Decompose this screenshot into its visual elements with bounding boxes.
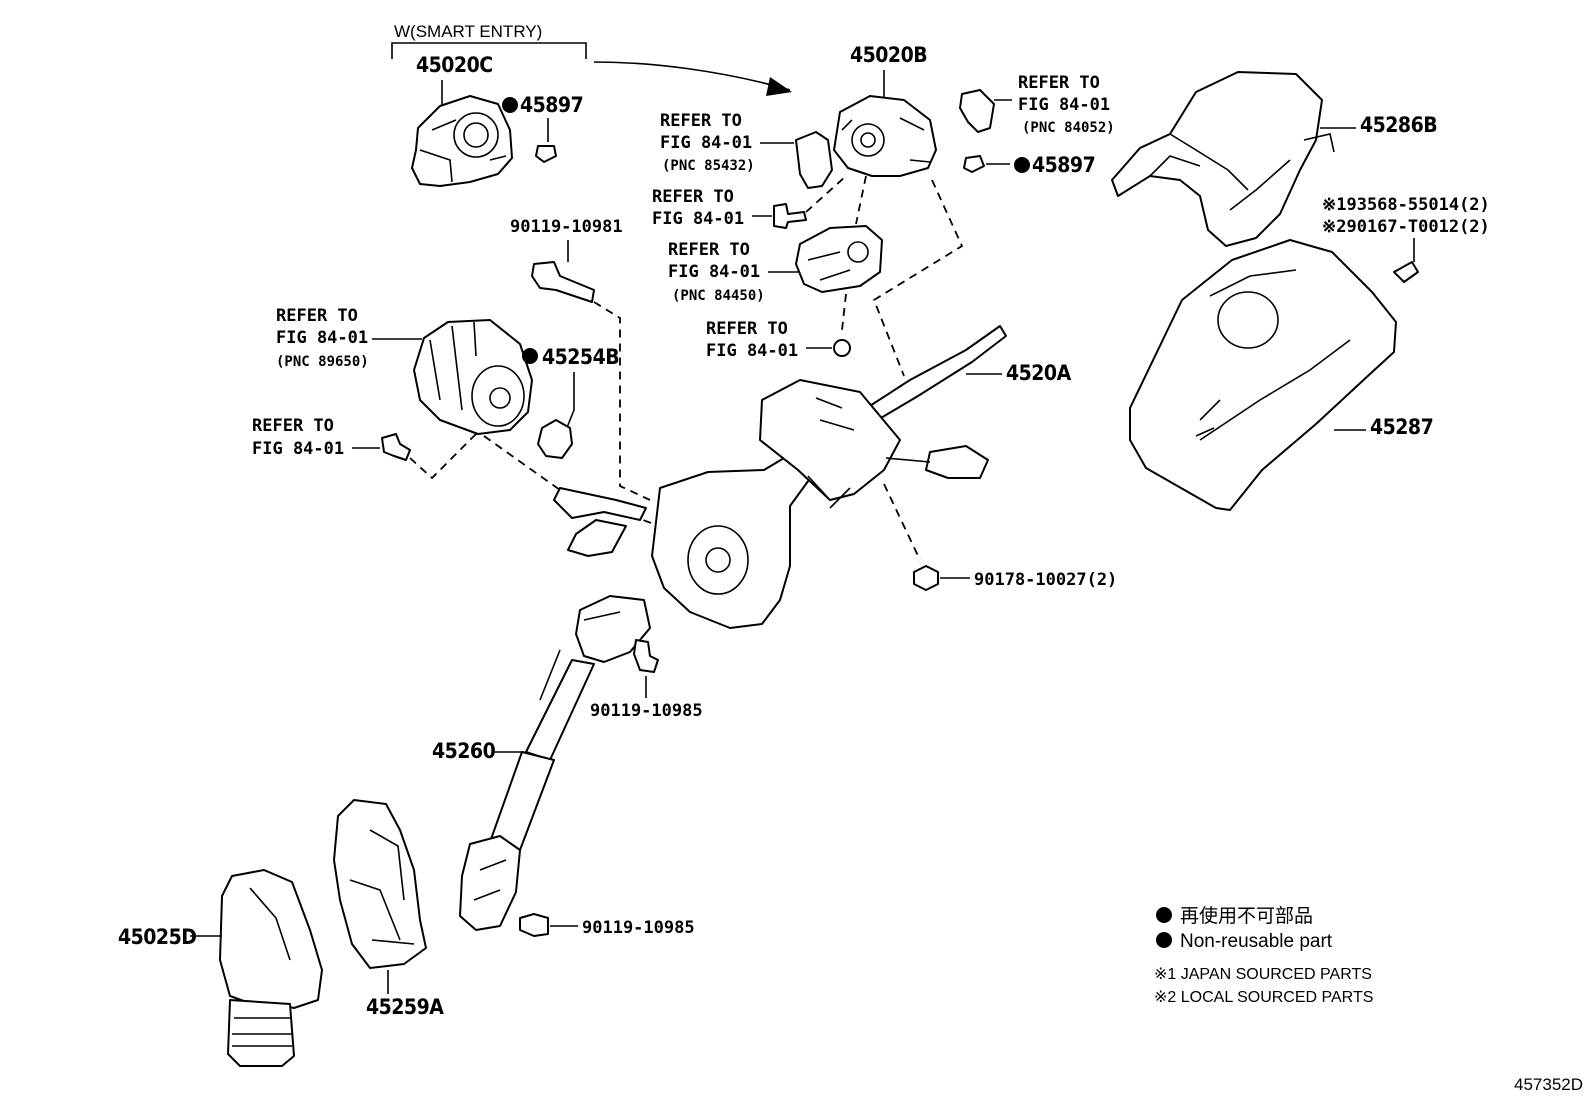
label-90119-10985-upper: 90119-10985 [590, 701, 703, 721]
ref-89650-pnc: (PNC 89650) [276, 354, 369, 370]
diagram-id: 457352D [1514, 1075, 1583, 1094]
ref-screw2-refer-to: REFER TO [706, 319, 788, 339]
part-45897b-clip[interactable] [963, 155, 985, 173]
part-45259A-column-hole-cover[interactable] [333, 799, 427, 969]
part-cover-screw[interactable] [1393, 261, 1419, 283]
label-45259A: 45259A [366, 995, 444, 1019]
part-45286B-upper-column-cover[interactable] [1111, 71, 1335, 247]
ref-84450-pnc: (PNC 84450) [672, 288, 765, 304]
part-90178-10027-nut[interactable] [913, 565, 939, 591]
part-45020B-ignition-housing[interactable] [833, 95, 937, 177]
legend-dot-jp [1156, 907, 1172, 923]
ref-84052-pnc: (PNC 84052) [1022, 120, 1115, 136]
legend-dot-en [1156, 932, 1172, 948]
ref-84052-refer-to: REFER TO [1018, 73, 1100, 93]
label-90178-10027: 90178-10027(2) [974, 570, 1117, 590]
part-89650-eps-motor[interactable] [413, 319, 533, 435]
part-45254B-coupling[interactable] [537, 419, 573, 459]
label-45254B: 45254B [542, 345, 619, 369]
part-84052-sensor[interactable] [959, 89, 995, 133]
ref-85432-fig: FIG 84-01 [660, 133, 752, 153]
part-90119-10985-bolt-upper[interactable] [633, 639, 659, 673]
label-45287: 45287 [1370, 415, 1433, 439]
part-4520A-steering-column[interactable] [553, 325, 1007, 629]
ref-89650-refer-to: REFER TO [276, 306, 358, 326]
label-45020C: 45020C [416, 53, 493, 77]
part-45260-intermediate-shaft[interactable] [459, 595, 651, 931]
label-90119-10981: 90119-10981 [510, 217, 623, 237]
legend-non-reusable-en: Non-reusable part [1180, 931, 1333, 952]
legend-note-japan-sourced: ※1 JAPAN SOURCED PARTS [1154, 966, 1372, 983]
label-45260: 45260 [432, 739, 496, 763]
ref-screw1-fig: FIG 84-01 [652, 209, 744, 229]
part-screw-2[interactable] [833, 339, 851, 357]
smart-entry-group-label: W(SMART ENTRY) [394, 22, 542, 41]
part-screw-1[interactable] [773, 203, 807, 229]
part-45025D-dust-boot[interactable] [219, 869, 323, 1067]
non-reusable-dot-45897a [502, 97, 518, 113]
ref-84052-fig: FIG 84-01 [1018, 95, 1110, 115]
part-84450-transponder[interactable] [795, 225, 883, 293]
ref-motorbolt-refer-to: REFER TO [252, 416, 334, 436]
ref-screw2-fig: FIG 84-01 [706, 341, 798, 361]
label-4520A: 4520A [1006, 361, 1072, 385]
legend-non-reusable-jp: 再使用不可部品 [1180, 905, 1313, 927]
label-45020B: 45020B [850, 43, 927, 67]
ref-screw1-refer-to: REFER TO [652, 187, 734, 207]
part-85432-switch[interactable] [795, 131, 833, 189]
part-45897a-clip[interactable] [535, 145, 557, 163]
ref-89650-fig: FIG 84-01 [276, 328, 368, 348]
ref-motorbolt-fig: FIG 84-01 [252, 439, 344, 459]
part-45287-lower-column-cover[interactable] [1129, 239, 1397, 511]
smart-entry-arrow [593, 61, 791, 91]
part-90119-10981-bolt[interactable] [531, 261, 595, 303]
ref-84450-refer-to: REFER TO [668, 240, 750, 260]
legend-note-local-sourced: ※2 LOCAL SOURCED PARTS [1154, 989, 1373, 1006]
non-reusable-dot-45254B [522, 348, 538, 364]
part-motor-bolt[interactable] [381, 433, 411, 461]
label-90119-10985-lower: 90119-10985 [582, 918, 695, 938]
part-90119-10985-bolt-lower[interactable] [519, 913, 549, 937]
label-290167: ※290167-T0012(2) [1322, 217, 1490, 237]
label-45897b: 45897 [1032, 153, 1095, 177]
label-193568: ※193568-55014(2) [1322, 195, 1490, 215]
ref-85432-pnc: (PNC 85432) [662, 158, 755, 174]
non-reusable-dot-45897b [1014, 157, 1030, 173]
label-45897a: 45897 [520, 93, 583, 117]
ref-85432-refer-to: REFER TO [660, 111, 742, 131]
label-45286B: 45286B [1360, 113, 1437, 137]
label-45025D: 45025D [118, 925, 196, 949]
ref-84450-fig: FIG 84-01 [668, 262, 760, 282]
legend: 再使用不可部品 Non-reusable part ※1 JAPAN SOURC… [1154, 905, 1373, 1006]
part-45020C-ignition-housing[interactable] [411, 95, 513, 187]
